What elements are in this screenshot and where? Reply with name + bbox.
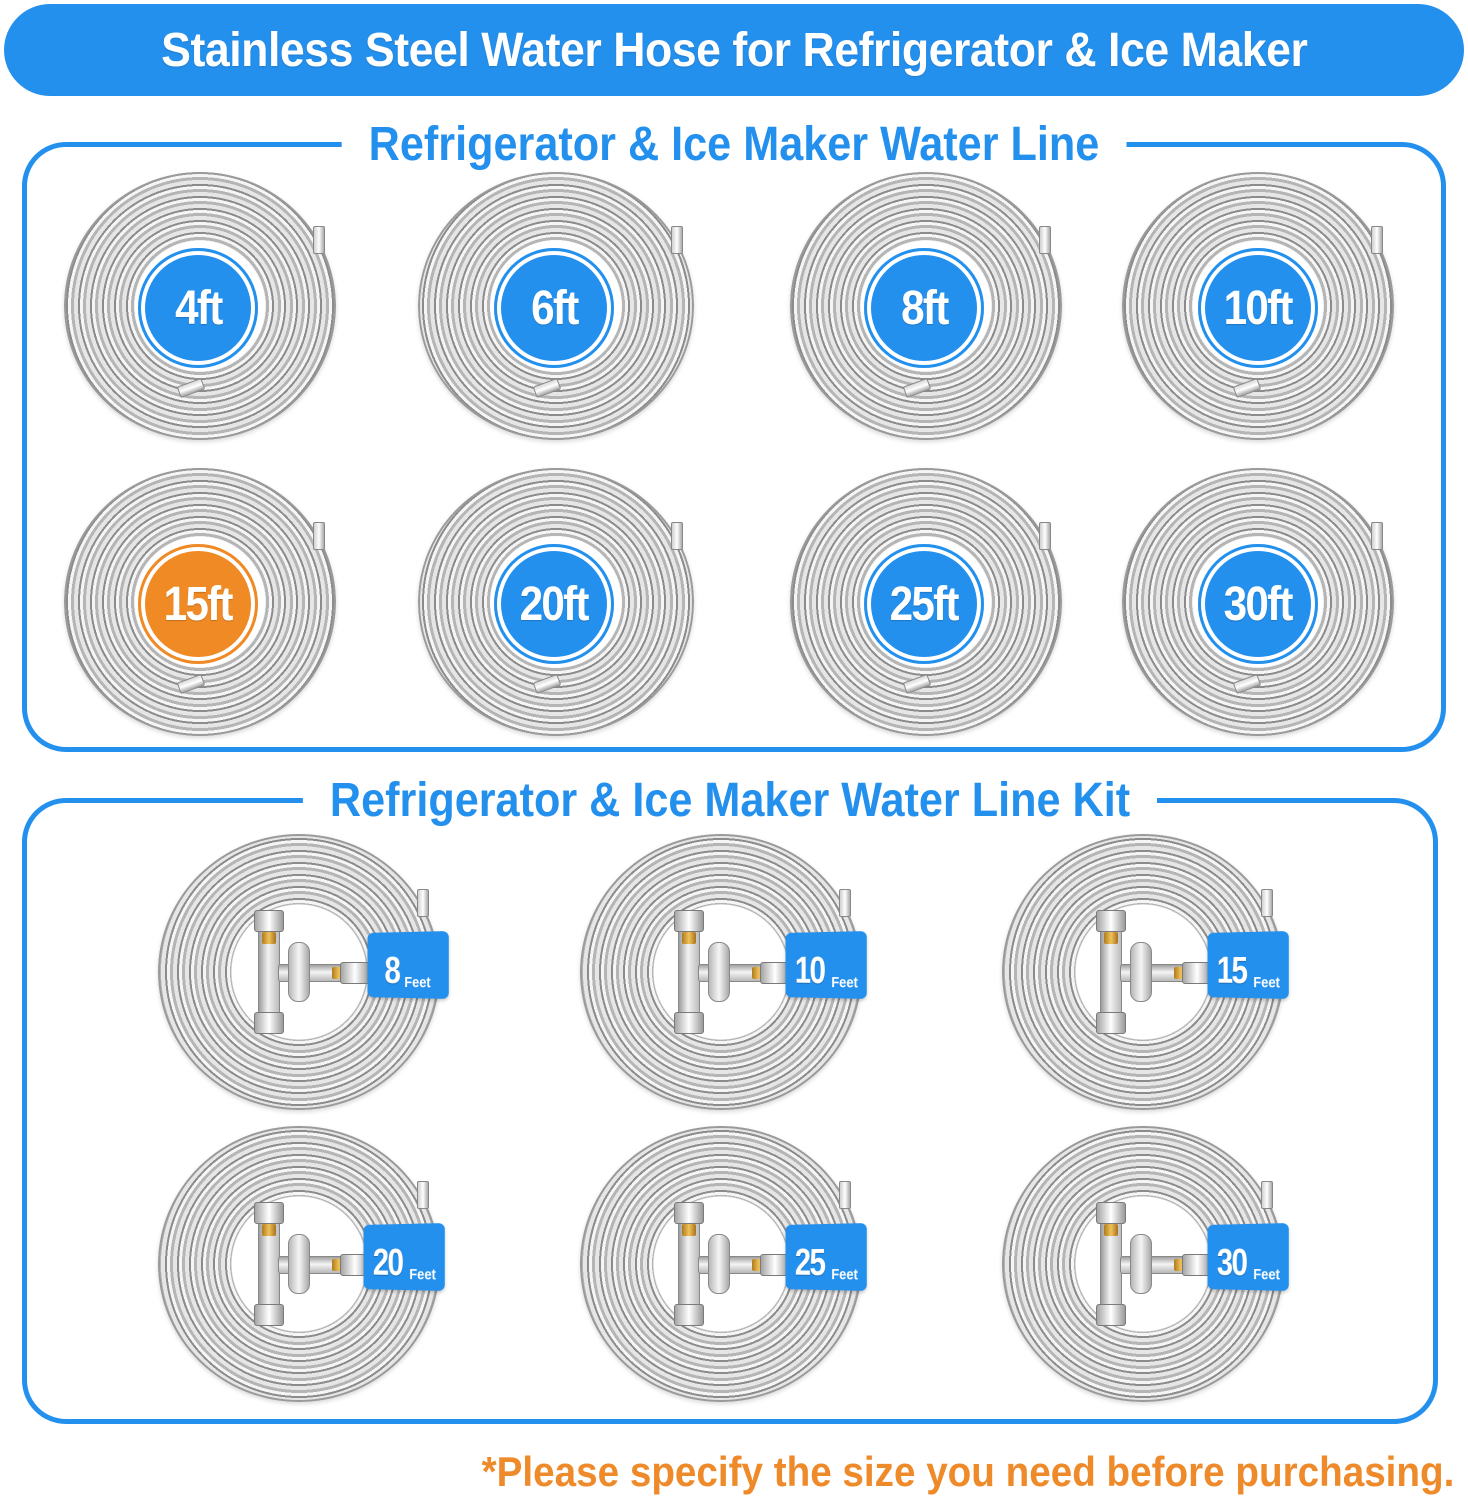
kit-size-unit: Feet xyxy=(1253,974,1281,992)
size-option-4ft[interactable]: 4ft xyxy=(138,248,258,368)
size-label: 20ft xyxy=(519,577,590,631)
water-line-section-title: Refrigerator & Ice Maker Water Line xyxy=(341,117,1127,173)
size-label: 10ft xyxy=(1223,281,1294,335)
kit-size-number: 30 xyxy=(1216,1242,1247,1284)
size-option-15ft[interactable]: 15ft xyxy=(138,544,258,664)
header-banner: Stainless Steel Water Hose for Refrigera… xyxy=(4,4,1464,96)
shutoff-valve-icon xyxy=(664,1200,790,1330)
size-label: 15ft xyxy=(163,577,234,631)
shutoff-valve-icon xyxy=(664,908,790,1038)
size-label: 25ft xyxy=(889,577,960,631)
shutoff-valve-icon xyxy=(244,908,370,1038)
kit-size-unit: Feet xyxy=(831,974,859,992)
size-label: 6ft xyxy=(530,281,579,335)
shutoff-valve-icon xyxy=(244,1200,370,1330)
kit-size-number: 25 xyxy=(794,1242,825,1284)
shutoff-valve-icon xyxy=(1086,908,1212,1038)
size-option-25ft[interactable]: 25ft xyxy=(864,544,984,664)
size-label: 8ft xyxy=(900,281,949,335)
size-option-30ft[interactable]: 30ft xyxy=(1198,544,1318,664)
size-option-8ft[interactable]: 8ft xyxy=(864,248,984,368)
size-label: 4ft xyxy=(174,281,223,335)
kit-size-number: 10 xyxy=(794,950,825,992)
kit-size-unit: Feet xyxy=(831,1266,859,1284)
kit-size-number: 20 xyxy=(372,1242,403,1284)
kit-size-unit: Feet xyxy=(409,1266,437,1284)
water-line-section: Refrigerator & Ice Maker Water Line xyxy=(22,117,1446,752)
water-line-kit-section-title: Refrigerator & Ice Maker Water Line Kit xyxy=(302,773,1158,829)
shutoff-valve-icon xyxy=(1086,1200,1212,1330)
size-option-10ft[interactable]: 10ft xyxy=(1198,248,1318,368)
water-line-kit-section: Refrigerator & Ice Maker Water Line Kit xyxy=(22,773,1438,1424)
purchase-note: *Please specify the size you need before… xyxy=(481,1448,1454,1495)
page-title: Stainless Steel Water Hose for Refrigera… xyxy=(160,23,1308,77)
kit-size-unit: Feet xyxy=(1253,1266,1281,1284)
size-option-20ft[interactable]: 20ft xyxy=(494,544,614,664)
size-label: 30ft xyxy=(1223,577,1294,631)
size-option-6ft[interactable]: 6ft xyxy=(494,248,614,368)
kit-size-unit: Feet xyxy=(403,973,431,992)
kit-size-number: 8 xyxy=(384,950,399,992)
kit-size-number: 15 xyxy=(1216,950,1247,992)
